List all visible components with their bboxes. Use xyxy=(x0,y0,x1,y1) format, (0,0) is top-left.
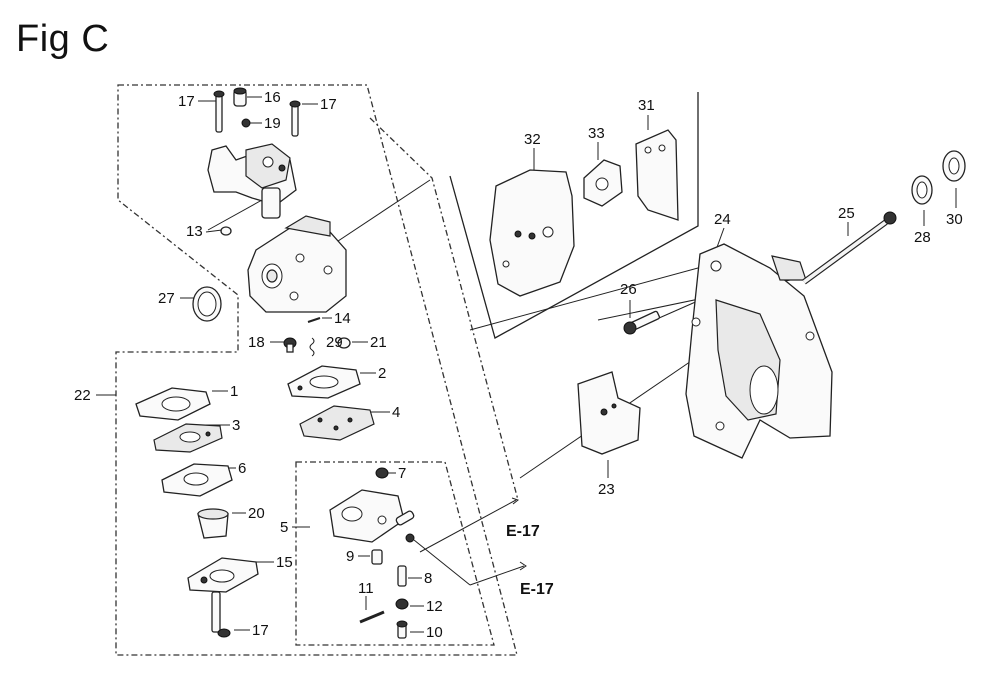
reference-e17-lower: E-17 xyxy=(520,581,554,598)
part-30-spring xyxy=(309,337,315,357)
part-32-plate xyxy=(635,129,679,221)
figure-title: Fig C xyxy=(16,18,110,60)
callout-17-right: 17 xyxy=(320,96,337,113)
part-16-cap xyxy=(233,87,247,107)
group-outlines xyxy=(115,84,699,656)
callout-10: 10 xyxy=(426,624,443,641)
callout-15: 15 xyxy=(276,554,293,571)
outline-bracket-group xyxy=(449,92,699,339)
part-carburetor-body xyxy=(247,215,347,313)
part-24-gasket xyxy=(577,371,641,455)
callout-9: 9 xyxy=(346,548,354,565)
callout-8: 8 xyxy=(424,570,432,587)
part-20-washer xyxy=(241,118,251,128)
part-6-diaphragm-cover xyxy=(161,463,233,497)
callout-23: 22 xyxy=(74,387,91,404)
parts xyxy=(135,87,966,639)
part-18-bolt xyxy=(211,591,231,638)
part-13-screw xyxy=(220,226,232,236)
part-28-o-ring xyxy=(192,286,222,322)
callout-21: 20 xyxy=(248,505,265,522)
part-2-gasket xyxy=(287,365,361,399)
part-22-plug xyxy=(337,337,351,349)
outline-carb-group xyxy=(369,117,519,501)
part-21-primer-bulb xyxy=(197,508,229,539)
part-1-gasket xyxy=(135,387,211,421)
callout-14: 14 xyxy=(334,310,351,327)
callout-19: 18 xyxy=(248,334,265,351)
callout-25: 24 xyxy=(714,211,731,228)
callout-26: 25 xyxy=(838,205,855,222)
callout-16: 16 xyxy=(264,89,281,106)
callout-17-left: 17 xyxy=(178,93,195,110)
part-10-screw xyxy=(396,620,408,639)
callout-30: 29 xyxy=(326,334,343,351)
callout-27: 26 xyxy=(620,281,637,298)
part-3-plate xyxy=(153,423,223,453)
part-throttle-lever-assembly xyxy=(207,143,297,219)
part-8-needle xyxy=(397,565,407,587)
part-33-insulator-plate xyxy=(489,169,575,297)
callout-13: 13 xyxy=(186,223,203,240)
callout-2: 2 xyxy=(378,365,386,382)
callout-11: 11 xyxy=(358,580,374,597)
callout-29: 28 xyxy=(914,229,931,246)
part-17-screw-right xyxy=(289,100,301,137)
outline-group-5 xyxy=(295,461,495,646)
part-15-cover-plate xyxy=(187,557,259,593)
part-31-washer xyxy=(942,150,966,182)
outline-group-23 xyxy=(115,84,518,656)
callout-20: 19 xyxy=(264,115,281,132)
part-19-screw xyxy=(283,337,297,353)
part-11-pin xyxy=(359,610,385,624)
callout-12: 12 xyxy=(426,598,443,615)
callout-1: 1 xyxy=(230,383,238,400)
part-14-pin xyxy=(307,317,321,323)
part-26-long-bolt xyxy=(802,211,897,285)
callout-22: 21 xyxy=(370,334,387,351)
callout-31: 30 xyxy=(946,211,963,228)
callout-4: 4 xyxy=(392,404,400,421)
callout-6: 6 xyxy=(238,460,246,477)
callout-5: 5 xyxy=(280,519,288,536)
callout-32: 31 xyxy=(638,97,655,114)
part-12-screw xyxy=(395,598,409,610)
reference-e17-upper: E-17 xyxy=(506,523,540,540)
part-17-screw-left xyxy=(213,90,225,133)
callout-18: 17 xyxy=(252,622,269,639)
part-5-fuel-pump-body xyxy=(329,489,415,543)
callout-24: 23 xyxy=(598,481,615,498)
part-25-intake-bracket xyxy=(685,243,833,459)
callout-34: 33 xyxy=(588,125,605,142)
callout-labels: 17 16 17 19 13 27 14 18 29 21 22 1 2 3 4… xyxy=(74,89,963,641)
part-29-washer xyxy=(911,175,933,205)
part-4-diaphragm xyxy=(299,405,375,441)
callout-28: 27 xyxy=(158,290,175,307)
part-27-bolt xyxy=(623,310,660,335)
part-9-spring xyxy=(371,549,383,565)
callout-7: 7 xyxy=(398,465,406,482)
callout-33: 32 xyxy=(524,131,541,148)
part-7-plug xyxy=(375,467,389,479)
part-34-spacer xyxy=(583,159,623,207)
callout-3: 3 xyxy=(232,417,240,434)
